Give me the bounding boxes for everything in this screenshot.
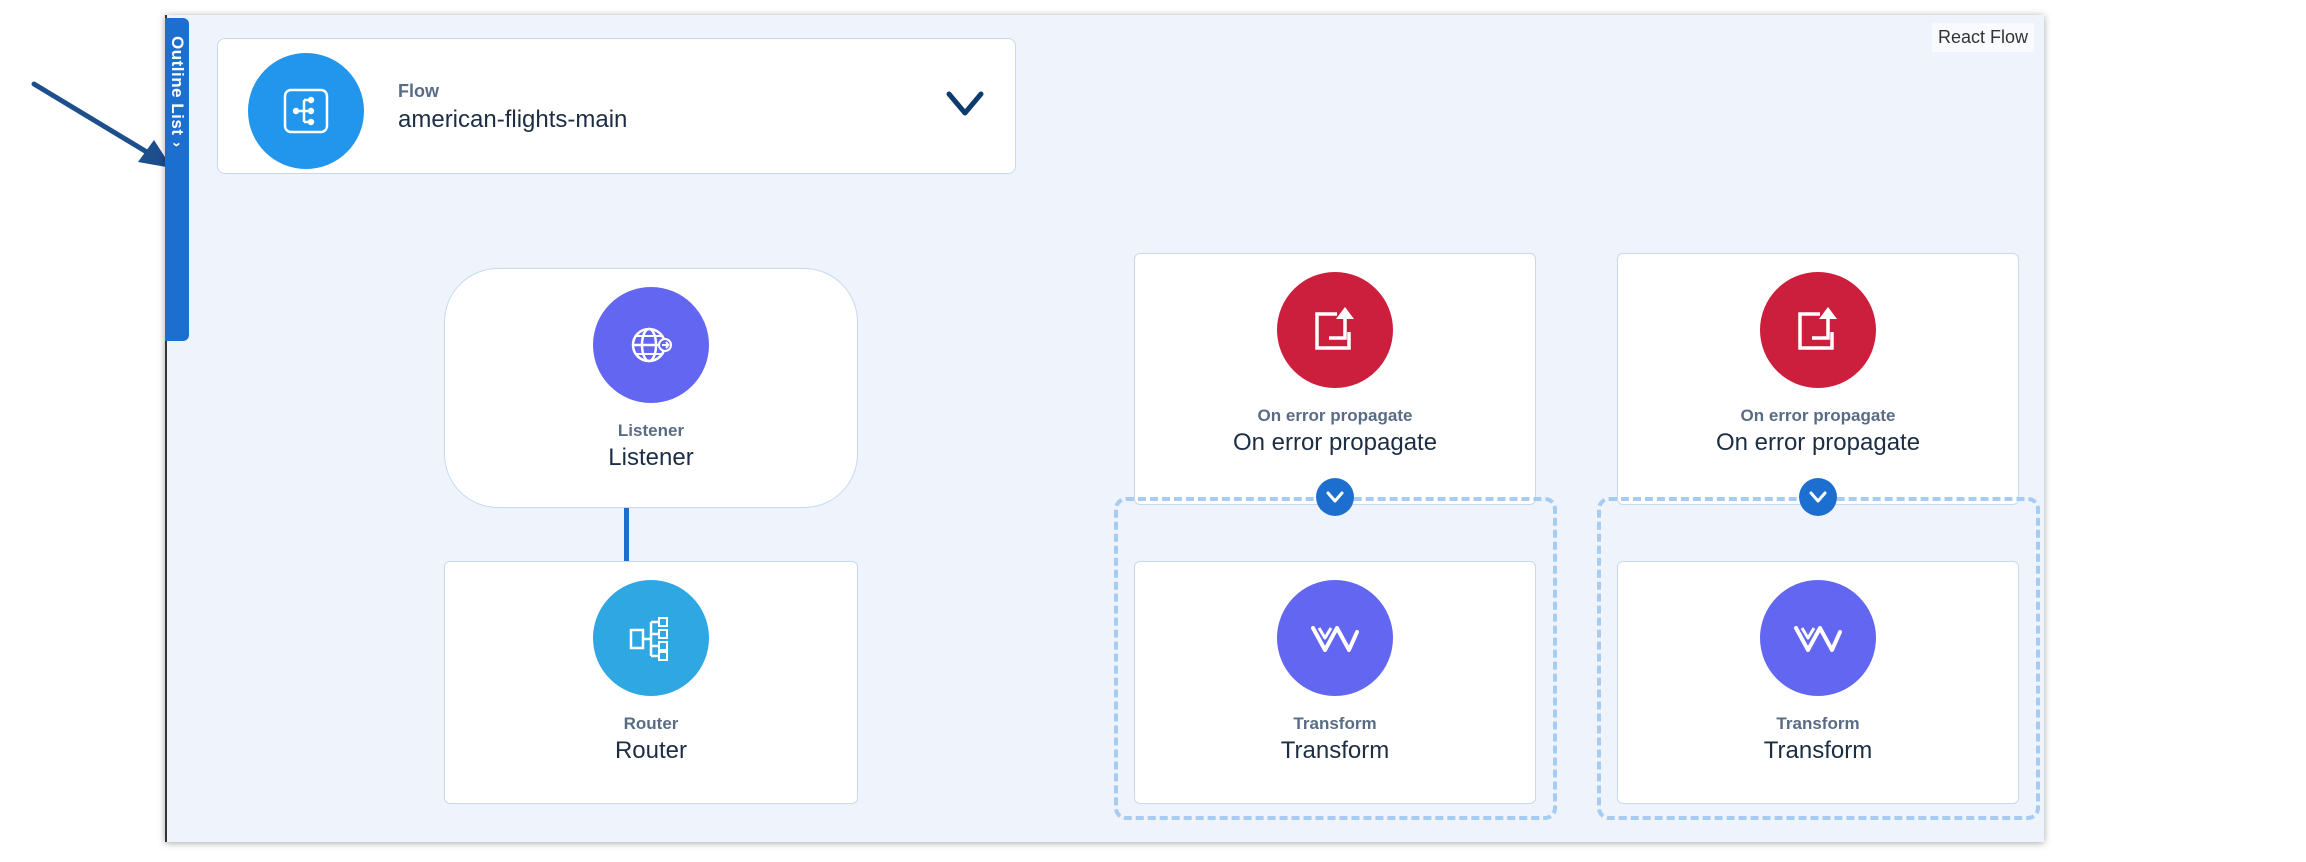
react-flow-attribution[interactable]: React Flow — [1931, 23, 2034, 52]
flow-name: american-flights-main — [398, 106, 628, 133]
flow-tree-icon — [248, 53, 364, 169]
error-propagate-node-1-type: On error propagate — [1257, 406, 1413, 425]
transform-node-1[interactable]: Transform Transform — [1134, 561, 1536, 804]
error-propagate-node-2-type: On error propagate — [1740, 406, 1896, 425]
flow-kind-label: Flow — [398, 81, 439, 101]
collapse-group-2-button[interactable] — [1799, 478, 1837, 516]
flow-canvas[interactable]: React Flow Flow american-flights-main — [165, 15, 2044, 842]
transform-node-2-type: Transform — [1776, 714, 1860, 733]
transform-node-1-type: Transform — [1293, 714, 1377, 733]
router-branch-icon — [593, 580, 709, 696]
error-propagate-node-1[interactable]: On error propagate On error propagate — [1134, 253, 1536, 505]
listener-node-type: Listener — [617, 421, 685, 440]
listener-node-name: Listener — [608, 444, 694, 471]
collapse-group-1-button[interactable] — [1316, 478, 1354, 516]
chevron-up-icon: › — [168, 141, 186, 148]
chevron-down-icon — [1326, 491, 1344, 503]
chevron-down-icon[interactable] — [945, 89, 985, 119]
flow-header-card[interactable]: Flow american-flights-main — [217, 38, 1016, 174]
router-node-type: Router — [623, 714, 679, 733]
outline-list-tab[interactable]: Outline List › — [165, 18, 189, 341]
error-propagate-node-1-name: On error propagate — [1232, 429, 1438, 456]
annotation-arrow — [31, 81, 172, 168]
error-propagate-node-2-name: On error propagate — [1715, 429, 1921, 456]
error-propagate-icon — [1277, 272, 1393, 388]
transform-icon — [1277, 580, 1393, 696]
transform-node-2-name: Transform — [1763, 737, 1873, 764]
globe-listener-icon — [593, 287, 709, 403]
transform-node-1-name: Transform — [1280, 737, 1390, 764]
transform-icon — [1760, 580, 1876, 696]
transform-node-2[interactable]: Transform Transform — [1617, 561, 2019, 804]
error-propagate-node-2[interactable]: On error propagate On error propagate — [1617, 253, 2019, 505]
chevron-down-icon — [1809, 491, 1827, 503]
listener-node[interactable]: Listener Listener — [444, 268, 858, 508]
router-node[interactable]: Router Router — [444, 561, 858, 804]
error-propagate-icon — [1760, 272, 1876, 388]
outline-list-label: Outline List — [168, 36, 187, 136]
listener-router-connector — [624, 508, 629, 561]
router-node-name: Router — [614, 737, 688, 764]
